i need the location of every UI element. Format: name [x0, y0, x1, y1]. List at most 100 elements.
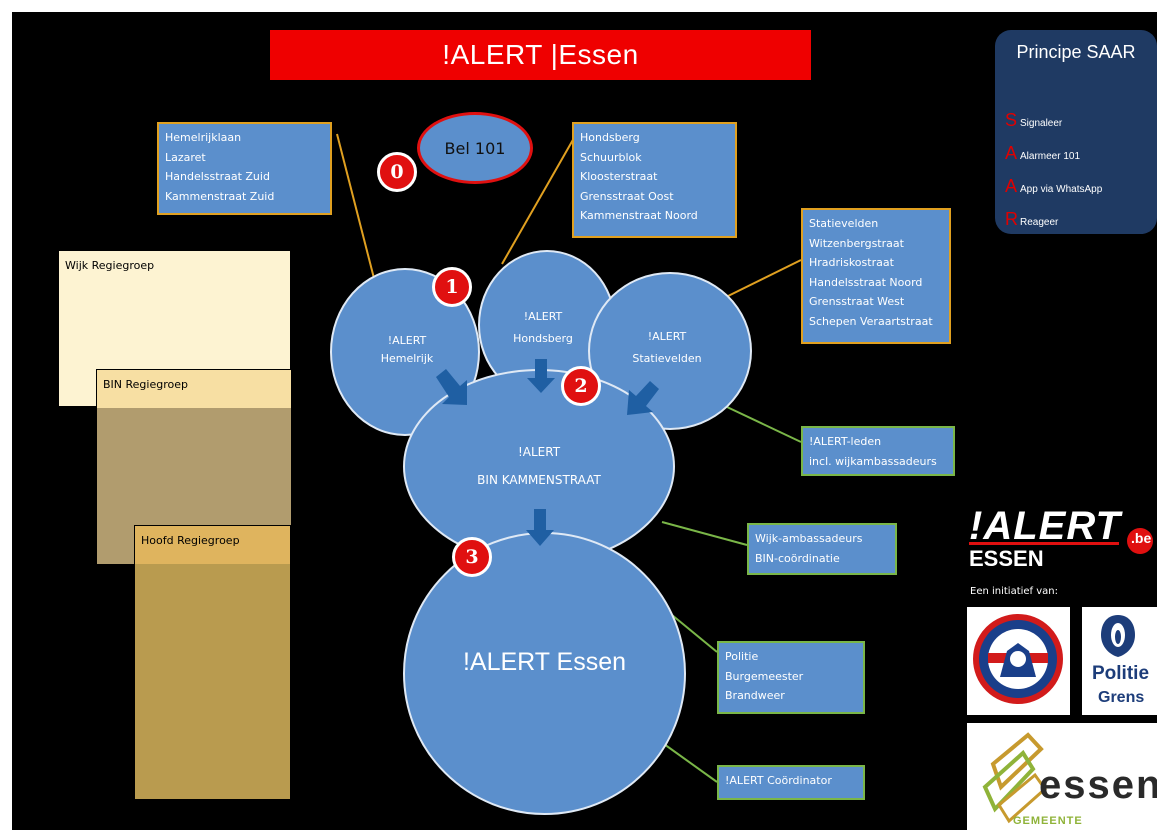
saar-row-a2: A App via WhatsApp: [1005, 176, 1102, 197]
saar-word: Alarmeer 101: [1020, 151, 1081, 162]
alert-logo-underline: [969, 542, 1119, 545]
note-members: !ALERT-leden incl. wijkambassadeurs: [801, 426, 955, 476]
connector-hemelrijk: [336, 133, 378, 291]
circle-line: Hemelrijk: [380, 352, 434, 365]
hoofd-regiegroep-header: [135, 526, 290, 564]
politie-text: Politie: [1092, 663, 1150, 684]
grens-text: Grens: [1098, 689, 1145, 706]
street-item: Grensstraat Oost: [580, 189, 674, 203]
saar-word: Reageer: [1020, 217, 1059, 228]
circle-essen-label: !ALERT Essen: [462, 648, 627, 676]
circle-line: !ALERT: [647, 330, 687, 343]
be-text: .be: [1131, 530, 1152, 546]
street-item: Hemelrijklaan: [165, 131, 242, 144]
note-line: BIN-coördinatie: [755, 551, 840, 565]
saar-panel: Principe SAAR S Signaleer A Alarmeer 101…: [995, 30, 1157, 234]
circle-hemelrijk-label: !ALERT Hemelrijk: [337, 334, 477, 365]
saar-title: Principe SAAR: [1016, 42, 1136, 62]
note-line: !ALERT-leden: [809, 435, 882, 448]
flow-arrows: [436, 359, 659, 546]
wijk-regiegroep-label: Wijk Regiegroep: [65, 259, 155, 272]
note-authorities: Politie Burgemeester Brandweer: [717, 641, 865, 714]
connector-lines: [336, 133, 802, 783]
gemeente-mark-icon: [982, 732, 1048, 824]
hoofd-regiegroep: Hoofd Regiegroep: [134, 525, 291, 800]
note-line: !ALERT Coördinator: [725, 774, 832, 787]
gemeente-essen-logo: essen GEMEENTE: [967, 723, 1157, 830]
bin-regiegroep-label: BIN Regiegroep: [103, 378, 188, 391]
arrow-down-right: [436, 369, 467, 405]
street-item: Hondsberg: [580, 131, 640, 144]
saar-row-s: S Signaleer: [1005, 110, 1062, 131]
circle-line: !ALERT: [387, 334, 427, 347]
essen-caps-text: ESSEN: [969, 546, 1044, 571]
arrow-down: [527, 359, 555, 393]
streets-hondsberg-box: Hondsberg Schuurblok Kloosterstraat Gren…: [572, 122, 737, 238]
circle-bin-label: !ALERT BIN KAMMENSTRAAT: [403, 445, 675, 487]
connector-authorities: [671, 614, 718, 653]
note-line: Wijk-ambassadeurs: [755, 532, 863, 545]
politie-grens-logo: Politie Grens: [1082, 607, 1157, 715]
saar-word: App via WhatsApp: [1020, 184, 1103, 195]
connector-members: [726, 406, 802, 443]
be-badge: [1127, 528, 1153, 554]
street-item: Kloosterstraat: [580, 170, 658, 183]
saar-word: Signaleer: [1020, 118, 1063, 129]
note-line: Burgemeester: [725, 669, 804, 683]
badge-3: 3: [452, 537, 492, 577]
street-item: Lazaret: [165, 150, 206, 164]
circle-line: !ALERT: [517, 445, 561, 459]
arrow-down-bottom: [526, 509, 554, 546]
circle-hondsberg-label: !ALERT Hondsberg: [478, 310, 608, 345]
hoofd-regiegroep-label: Hoofd Regiegroep: [141, 534, 240, 547]
street-item: Kammenstraat Zuid: [165, 189, 275, 203]
alert-essen-logo: !ALERT .be ESSEN: [967, 504, 1157, 571]
page-title: !ALERT |Essen: [270, 30, 811, 80]
police-badge-icon: [1101, 615, 1135, 657]
bin-emblem-icon: [973, 614, 1063, 704]
street-item: Schuurblok: [580, 150, 642, 164]
street-item: Witzenbergstraat: [809, 236, 904, 250]
gemeente-name-text: essen: [1039, 763, 1157, 807]
street-item: Statievelden: [809, 217, 879, 230]
streets-hemelrijk-box: Hemelrijklaan Lazaret Handelsstraat Zuid…: [157, 122, 332, 215]
connector-statievelden: [723, 259, 802, 299]
note-line: Brandweer: [725, 689, 785, 702]
streets-statievelden-box: Statievelden Witzenbergstraat Hradriskos…: [801, 208, 951, 344]
street-item: Handelsstraat Zuid: [165, 170, 270, 183]
circle-line: !ALERT: [523, 310, 563, 323]
bin-emblem-logo: [967, 607, 1070, 715]
saar-row-a1: A Alarmeer 101: [1005, 143, 1080, 164]
alert-logo-text: !ALERT: [969, 504, 1121, 548]
street-item: Handelsstraat Noord: [809, 275, 923, 289]
saar-row-r: R Reageer: [1005, 209, 1058, 230]
circle-essen: [403, 532, 686, 815]
diagram-canvas: !ALERT |Essen Principe SAAR S Signaleer …: [12, 12, 1157, 830]
street-item: Hradriskostraat: [809, 256, 894, 269]
gemeente-sub-text: GEMEENTE: [1013, 815, 1083, 827]
connector-hondsberg: [501, 137, 575, 265]
note-coordinator: !ALERT Coördinator: [717, 765, 865, 800]
saar-letter: A: [1005, 143, 1018, 163]
connector-ambassadors: [661, 521, 748, 546]
circle-line: Statievelden: [632, 352, 702, 365]
call-label: Bel 101: [444, 138, 506, 158]
circle-line: BIN KAMMENSTRAAT: [477, 473, 601, 487]
badge-0: 0: [377, 152, 417, 192]
note-line: Politie: [725, 650, 759, 663]
street-item: Schepen Veraartstraat: [809, 314, 933, 328]
badge-1: 1: [432, 267, 472, 307]
arrow-down-left: [627, 381, 659, 415]
circle-line: Hondsberg: [513, 332, 573, 345]
saar-letter: A: [1005, 176, 1018, 196]
street-item: Kammenstraat Noord: [580, 209, 698, 222]
saar-letter: R: [1005, 209, 1018, 229]
note-ambassadors: Wijk-ambassadeurs BIN-coördinatie: [747, 523, 897, 575]
badge-2: 2: [561, 366, 601, 406]
note-line: incl. wijkambassadeurs: [809, 454, 937, 468]
initiative-text: Een initiatief van:: [970, 586, 1059, 597]
street-item: Grensstraat West: [809, 295, 905, 308]
bin-regiegroep-header: [97, 370, 291, 408]
saar-letter: S: [1005, 110, 1018, 130]
call-101-ellipse: Bel 101: [417, 112, 533, 184]
